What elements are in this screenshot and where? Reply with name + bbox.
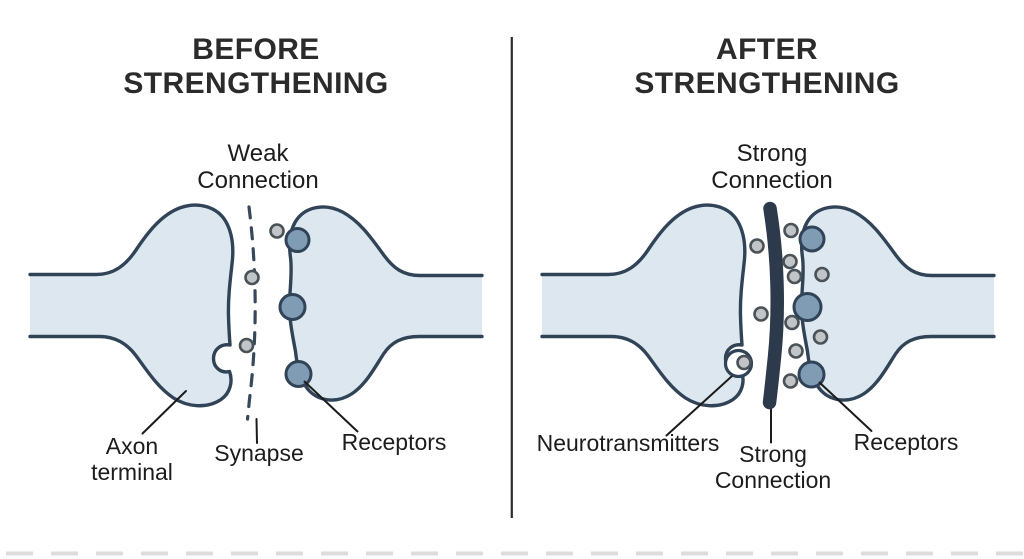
neurotransmitter-dot bbox=[269, 223, 285, 239]
after-terminal-fills bbox=[542, 205, 994, 406]
leader-line-receptors-before bbox=[303, 380, 359, 433]
after-receptors bbox=[792, 225, 826, 389]
neurotransmitter-dot bbox=[783, 222, 799, 239]
neurotransmitter-dot bbox=[736, 354, 752, 371]
neurotransmitter-dot bbox=[788, 343, 804, 359]
before-title: BEFORE STRENGTHENING bbox=[123, 33, 389, 100]
receptor-dot bbox=[798, 225, 826, 253]
before-panel-shapes bbox=[28, 203, 484, 444]
axon-terminal-shape bbox=[30, 205, 233, 406]
neurotransmitters-label: Neurotransmitters bbox=[536, 430, 720, 456]
leader-line-synapse bbox=[255, 418, 258, 444]
neurotransmitter-dot bbox=[238, 337, 255, 354]
axon-terminal-outline bbox=[28, 203, 235, 408]
neurotransmitter-dot bbox=[812, 329, 829, 345]
weak-synapse-dashed-line bbox=[245, 205, 257, 421]
receptors-label-after: Receptors bbox=[853, 429, 959, 455]
neurotransmitter-dot bbox=[814, 266, 830, 283]
after-leader-lines bbox=[665, 375, 873, 444]
before-terminal-fills bbox=[30, 205, 482, 406]
receptor-dot bbox=[792, 292, 823, 322]
leader-line-axon-terminal bbox=[141, 390, 187, 435]
receptors-label-before: Receptors bbox=[341, 429, 447, 455]
before-receptors bbox=[278, 227, 313, 388]
weak-connection-label: Weak Connection bbox=[197, 140, 319, 194]
leader-line-receptors-after bbox=[818, 381, 873, 432]
dendrite-shape bbox=[289, 206, 482, 401]
neurotransmitter-dot bbox=[749, 238, 765, 254]
axon-terminal-outline bbox=[540, 203, 747, 408]
axon-terminal-shape bbox=[542, 205, 745, 406]
neurotransmitter-dot bbox=[782, 373, 799, 389]
after-title: AFTER STRENGTHENING bbox=[634, 33, 900, 100]
neurotransmitter-dot bbox=[244, 269, 260, 286]
strong-connection-bar bbox=[762, 201, 784, 410]
axon-terminal-label: Axon terminal bbox=[91, 433, 173, 485]
neurotransmitter-dot bbox=[784, 314, 800, 331]
after-panel-shapes bbox=[540, 201, 996, 444]
after-neurotransmitter-dots bbox=[736, 222, 830, 389]
neurotransmitter-dot bbox=[786, 268, 803, 285]
receptor-dot bbox=[278, 293, 307, 321]
before-leader-lines bbox=[141, 380, 359, 444]
before-neurotransmitter-dots bbox=[238, 223, 285, 354]
neurotransmitter-dot bbox=[782, 253, 798, 270]
receptor-dot bbox=[284, 227, 311, 253]
neurotransmitter-dot bbox=[753, 306, 769, 322]
strong-connection-bottom-label: Strong Connection bbox=[714, 441, 832, 493]
strong-connection-top-label: Strong Connection bbox=[711, 140, 833, 194]
dendrite-shape bbox=[801, 206, 994, 401]
synapse-label: Synapse bbox=[214, 440, 304, 466]
leader-line-neurotransmitters bbox=[665, 375, 733, 437]
receptor-dot bbox=[797, 360, 826, 389]
receptor-dot bbox=[284, 360, 313, 388]
